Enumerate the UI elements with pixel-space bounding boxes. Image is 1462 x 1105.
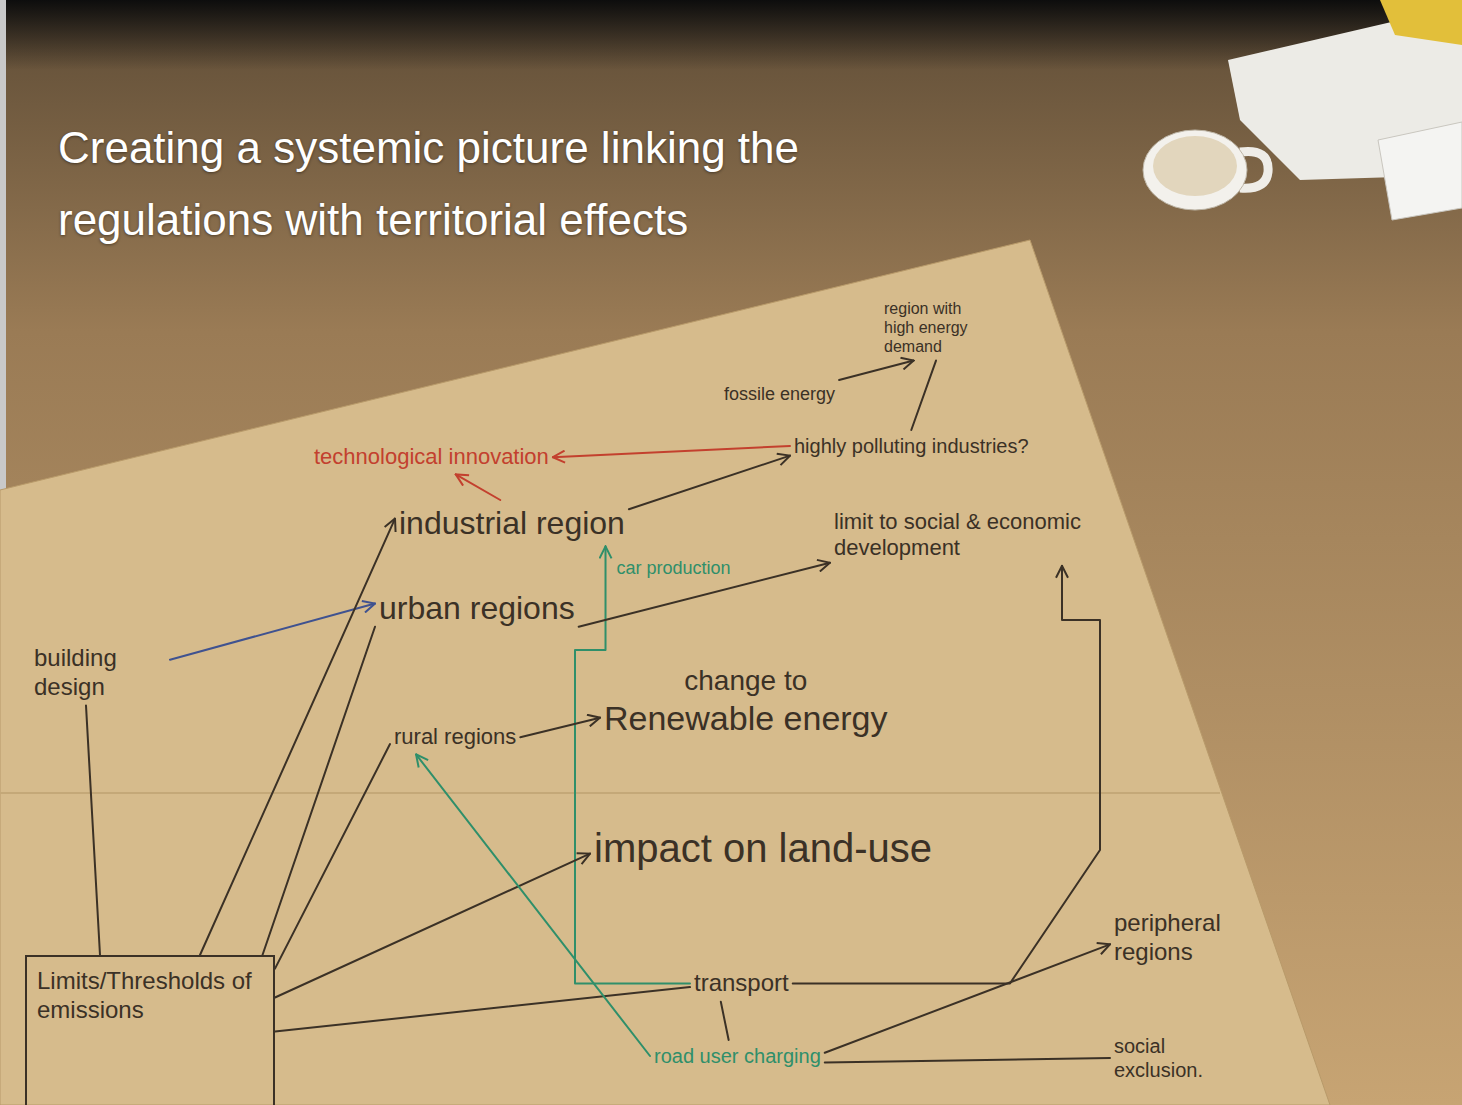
- connector-label: car production: [614, 558, 734, 580]
- concept-note: change toRenewable energy: [600, 660, 892, 742]
- paper-strip: [1378, 122, 1462, 220]
- connector-line: [911, 361, 936, 430]
- concept-note: rural regions: [390, 720, 520, 754]
- connector-line: [553, 446, 790, 457]
- handwritten-text: fossile energy: [724, 384, 835, 406]
- slide-title: Creating a systemic picture linking the …: [58, 112, 888, 256]
- handwritten-text: region with high energy demand: [884, 299, 988, 357]
- connector-line: [520, 718, 600, 738]
- concept-note: fossile energy: [720, 380, 839, 410]
- connector-line: [275, 987, 690, 1031]
- concept-note: technological innovation: [310, 440, 553, 474]
- handwritten-text: building design: [34, 644, 166, 702]
- handwritten-text: social exclusion.: [1114, 1034, 1226, 1082]
- connector-line: [839, 361, 914, 380]
- concept-note: region with high energy demand: [880, 295, 992, 361]
- concept-note: peripheral regions: [1110, 905, 1240, 971]
- handwritten-text: Renewable energy: [604, 698, 888, 739]
- concept-note: transport: [690, 965, 793, 1002]
- concept-note: road user charging: [650, 1040, 825, 1072]
- handwritten-text: technological innovation: [314, 444, 549, 470]
- limits-box: Limits/Thresholds of emissions: [25, 955, 275, 1105]
- connector-line: [275, 744, 390, 969]
- concept-note: building design: [30, 640, 170, 706]
- connector-line: [200, 519, 395, 955]
- connector-line: [575, 546, 690, 983]
- connector-line: [416, 754, 650, 1056]
- paper-fold: [0, 792, 1220, 794]
- handwritten-text: peripheral regions: [1114, 909, 1236, 967]
- handwritten-text: rural regions: [394, 724, 516, 750]
- brown-paper: [0, 240, 1330, 1105]
- concept-note: highly polluting industries?: [790, 430, 1033, 462]
- handwritten-text: Limits/Thresholds of emissions: [37, 967, 263, 1025]
- cup-inside: [1153, 136, 1237, 196]
- connector-line: [275, 854, 590, 998]
- handwritten-text: change to: [604, 664, 888, 698]
- connector-line: [793, 566, 1100, 984]
- connector-line: [825, 1058, 1110, 1062]
- connector-line: [721, 1002, 729, 1040]
- handwritten-text: highly polluting industries?: [794, 434, 1029, 458]
- concept-note: social exclusion.: [1110, 1030, 1230, 1086]
- handwritten-text: limit to social & economic development: [834, 509, 1116, 562]
- connector-group: [86, 361, 1110, 1063]
- yellow-packet: [1380, 0, 1462, 45]
- concept-note: industrial region: [395, 500, 629, 546]
- concept-note: impact on land-use: [590, 820, 936, 876]
- connector-line: [629, 456, 790, 510]
- concept-note: urban regions: [375, 585, 579, 631]
- connector-line: [456, 474, 501, 500]
- handwritten-text: industrial region: [399, 504, 625, 542]
- handwritten-text: road user charging: [654, 1044, 821, 1068]
- connector-line: [86, 706, 100, 955]
- handwritten-text: transport: [694, 969, 789, 998]
- connector-line: [263, 627, 376, 955]
- handwritten-text: impact on land-use: [594, 824, 932, 872]
- handwritten-text: urban regions: [379, 589, 575, 627]
- cup: [1143, 130, 1247, 210]
- connector-line: [825, 944, 1110, 1052]
- concept-note: limit to social & economic development: [830, 505, 1120, 566]
